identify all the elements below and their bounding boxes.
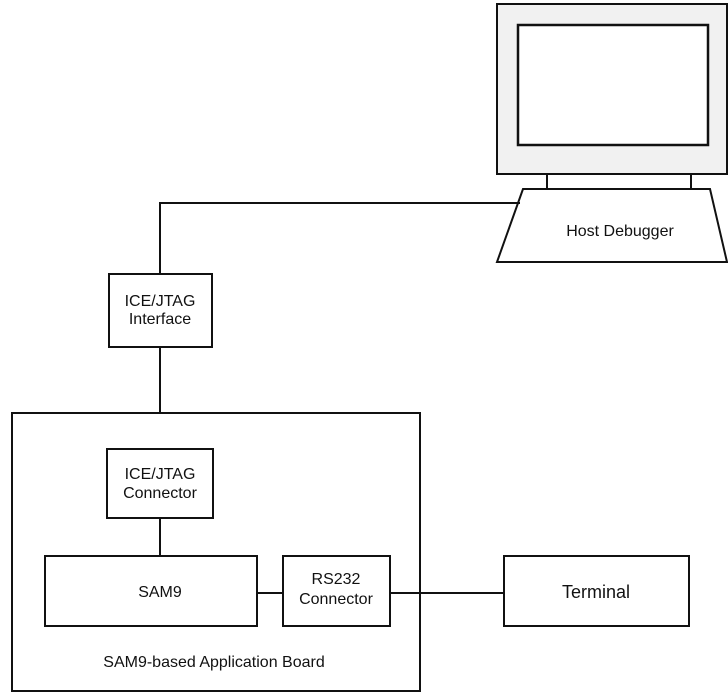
sam9-box — [44, 555, 258, 627]
application-board: SAM9-based Application Board — [11, 412, 421, 692]
host-debugger-label: Host Debugger — [566, 223, 674, 240]
interface-label-line1: ICE/JTAG — [125, 293, 196, 310]
terminal-label: Terminal — [562, 582, 630, 602]
host-to-interface-line — [159, 202, 520, 274]
rs232-box — [282, 555, 391, 627]
connector-box — [106, 448, 214, 519]
connector-label-line1: ICE/JTAG — [125, 466, 196, 483]
board-box — [11, 412, 421, 692]
connector-label-line2: Connector — [123, 485, 197, 502]
sam9-label: SAM9 — [138, 584, 182, 601]
terminal: Terminal — [503, 555, 690, 627]
board-label: SAM9-based Application Board — [103, 654, 324, 671]
monitor-screen — [516, 23, 710, 147]
rs232-connector: RS232 Connector — [282, 555, 391, 627]
rs232-label-line2: Connector — [299, 591, 373, 608]
sam9-chip: SAM9 — [44, 555, 258, 627]
interface-label-line2: Interface — [129, 311, 191, 328]
rs232-label-line1: RS232 — [312, 571, 361, 588]
ice-jtag-connector: ICE/JTAG Connector — [106, 448, 214, 519]
keyboard-base — [495, 188, 728, 263]
host-debugger: Host Debugger — [495, 3, 728, 263]
ice-jtag-interface: ICE/JTAG Interface — [108, 273, 213, 348]
interface-box — [108, 273, 213, 348]
terminal-box — [503, 555, 690, 627]
